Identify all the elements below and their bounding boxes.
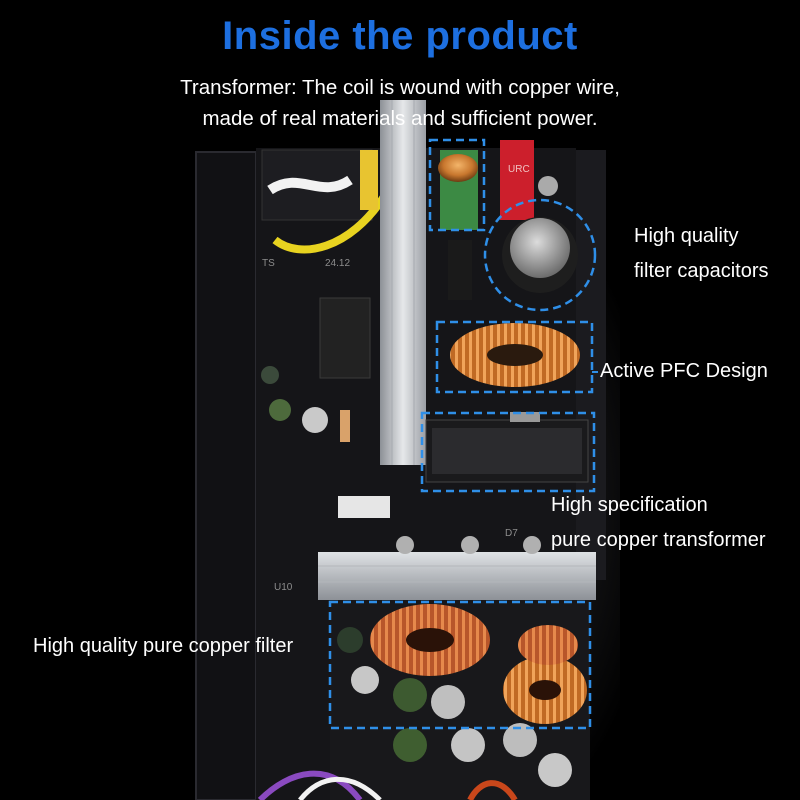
callout-capacitors-line-1: High quality: [634, 225, 739, 247]
intro-line-1: Transformer: The coil is wound with copp…: [180, 76, 620, 99]
callout-capacitors-line-2: filter capacitors: [634, 260, 769, 282]
highlight-box-transformer: [420, 411, 596, 493]
callout-transformer-line-2: pure copper transformer: [551, 529, 766, 551]
highlight-box-pfc: [435, 320, 594, 394]
callout-capacitors: High quality filter capacitors: [634, 219, 769, 289]
board-marking-urc: URC: [508, 164, 530, 175]
callout-transformer: High specification pure copper transform…: [551, 488, 766, 558]
highlight-box-emi: [428, 138, 486, 232]
intro-text: Transformer: The coil is wound with copp…: [0, 72, 800, 134]
highlight-box-filter: [328, 600, 592, 730]
callout-filter: High quality pure copper filter: [33, 629, 293, 664]
board-marking-2412: 24.12: [325, 258, 350, 269]
callout-filter-line-1: High quality pure copper filter: [33, 635, 294, 657]
callout-pfc: Active PFC Design: [600, 354, 768, 389]
board-marking-d7: D7: [505, 528, 518, 539]
board-marking-ts: TS: [262, 258, 275, 269]
callout-transformer-line-1: High specification: [551, 494, 708, 516]
board-marking-u10: U10: [274, 582, 293, 593]
intro-line-2: made of real materials and sufficient po…: [202, 107, 598, 130]
page-title: Inside the product: [222, 14, 578, 58]
highlight-box-capacitor: [483, 198, 597, 312]
callout-pfc-line-1: Active PFC Design: [600, 360, 768, 382]
